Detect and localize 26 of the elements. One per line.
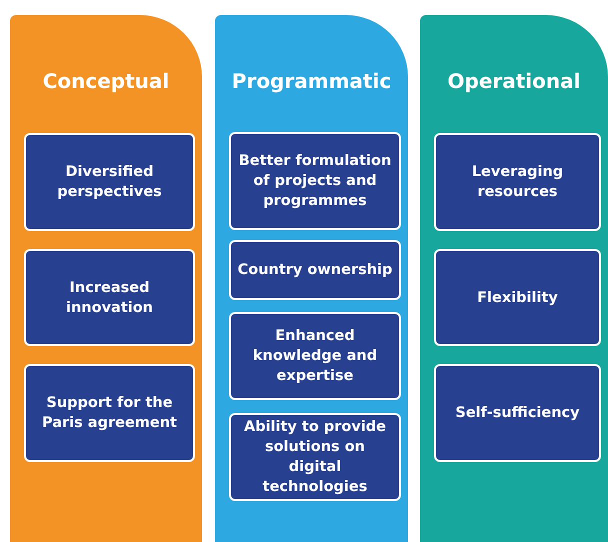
benefit-text: Self-sufficiency bbox=[454, 404, 581, 423]
benefit-box bbox=[434, 364, 601, 462]
benefit-text: Enhanced knowledge and expertise bbox=[252, 327, 378, 386]
benefit-text: Increased innovation bbox=[65, 278, 154, 318]
benefit-text: Diversified perspectives bbox=[56, 163, 163, 202]
benefit-text: Ability to provide solutions on digital technologies bbox=[242, 418, 387, 497]
benefit-text: Better formulation of projects and programmes bbox=[238, 152, 392, 211]
benefit-box bbox=[229, 413, 401, 501]
benefit-box bbox=[229, 132, 401, 230]
benefit-box bbox=[434, 133, 601, 231]
column-panel bbox=[10, 15, 202, 542]
benefit-box bbox=[229, 312, 401, 400]
benefit-text: Country ownership bbox=[236, 261, 394, 280]
column-panel bbox=[215, 15, 408, 542]
benefit-box bbox=[24, 249, 195, 346]
benefit-box bbox=[229, 240, 401, 300]
column-heading: Conceptual bbox=[42, 69, 170, 93]
benefit-box bbox=[24, 364, 195, 462]
benefit-box bbox=[434, 249, 601, 346]
benefit-text: Flexibility bbox=[476, 288, 559, 308]
column-heading: Programmatic bbox=[230, 69, 392, 93]
column-panel bbox=[420, 15, 608, 542]
benefit-text: Leveraging resources bbox=[470, 163, 564, 202]
column-heading: Operational bbox=[446, 69, 582, 93]
benefit-box bbox=[24, 133, 195, 231]
benefit-text: Support for the Paris agreement bbox=[40, 394, 178, 433]
